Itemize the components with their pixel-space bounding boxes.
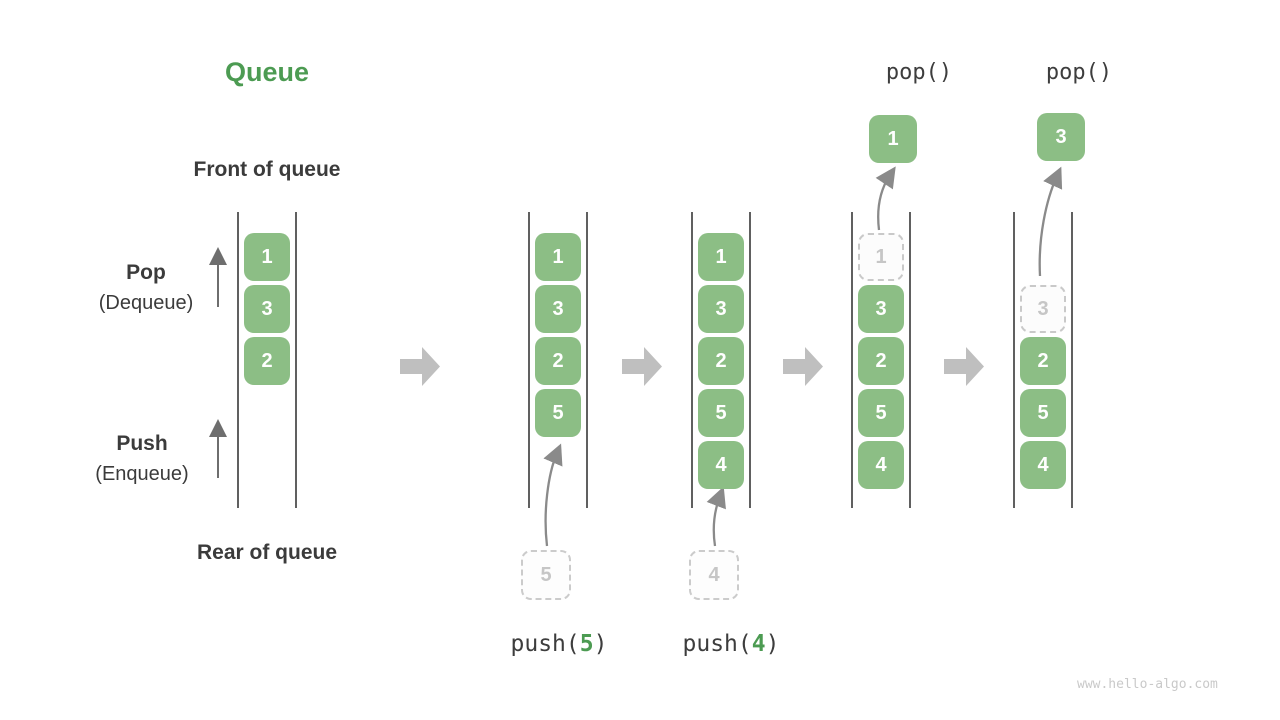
front-of-queue-label: Front of queue — [193, 158, 341, 181]
enqueue-label: (Enqueue) — [95, 463, 189, 485]
queue-item: 2 — [535, 337, 581, 385]
queue-state-2: 1 3 2 5 — [528, 212, 588, 508]
queue-item: 5 — [858, 389, 904, 437]
rear-of-queue-label: Rear of queue — [196, 541, 338, 564]
queue-item: 3 — [535, 285, 581, 333]
queue-item: 5 — [1020, 389, 1066, 437]
watermark: www.hello-algo.com — [1077, 677, 1218, 692]
queue-rail-right — [909, 212, 911, 508]
queue-state-3: 1 3 2 5 4 — [691, 212, 751, 508]
push-side-label: Push (Enqueue) — [52, 432, 232, 486]
queue-rail-right — [586, 212, 588, 508]
incoming-item-ghost: 5 — [521, 550, 571, 600]
queue-item: 5 — [698, 389, 744, 437]
queue-item: 5 — [535, 389, 581, 437]
queue-item: 3 — [858, 285, 904, 333]
queue-item: 1 — [535, 233, 581, 281]
queue-item-ghost: 1 — [858, 233, 904, 281]
queue-rail-left — [237, 212, 239, 508]
queue-item: 2 — [858, 337, 904, 385]
queue-state-4: 1 3 2 5 4 — [851, 212, 911, 508]
step-arrow-3 — [783, 347, 823, 386]
queue-rail-right — [295, 212, 297, 508]
push-4-code-label: push(4) — [682, 631, 780, 657]
pop-side-label: Pop (Dequeue) — [56, 261, 236, 315]
step-arrow-2 — [622, 347, 662, 386]
queue-rail-right — [749, 212, 751, 508]
diagram-title: Queue — [224, 57, 310, 87]
popped-item: 1 — [869, 115, 917, 163]
queue-rail-right — [1071, 212, 1073, 508]
queue-item: 3 — [244, 285, 290, 333]
queue-item: 4 — [1020, 441, 1066, 489]
incoming-item-ghost: 4 — [689, 550, 739, 600]
push-5-code-label: push(5) — [510, 631, 608, 657]
push-label: Push — [116, 432, 168, 455]
queue-item: 3 — [698, 285, 744, 333]
popped-item: 3 — [1037, 113, 1085, 161]
queue-item: 2 — [1020, 337, 1066, 385]
queue-item: 2 — [698, 337, 744, 385]
queue-item-ghost: 3 — [1020, 285, 1066, 333]
queue-rail-left — [1013, 212, 1015, 508]
queue-item: 4 — [858, 441, 904, 489]
pop-3-code-label: pop() — [1045, 60, 1113, 85]
dequeue-label: (Dequeue) — [98, 292, 194, 314]
queue-rail-left — [528, 212, 530, 508]
pop-1-code-label: pop() — [885, 60, 953, 85]
queue-state-5: 3 2 5 4 — [1013, 212, 1073, 508]
pop-label: Pop — [126, 261, 166, 284]
queue-item: 1 — [698, 233, 744, 281]
queue-item: 2 — [244, 337, 290, 385]
queue-item: 1 — [244, 233, 290, 281]
queue-rail-left — [691, 212, 693, 508]
queue-item: 4 — [698, 441, 744, 489]
step-arrow-4 — [944, 347, 984, 386]
queue-state-1: 1 3 2 — [237, 212, 297, 508]
queue-rail-left — [851, 212, 853, 508]
step-arrow-1 — [400, 347, 440, 386]
